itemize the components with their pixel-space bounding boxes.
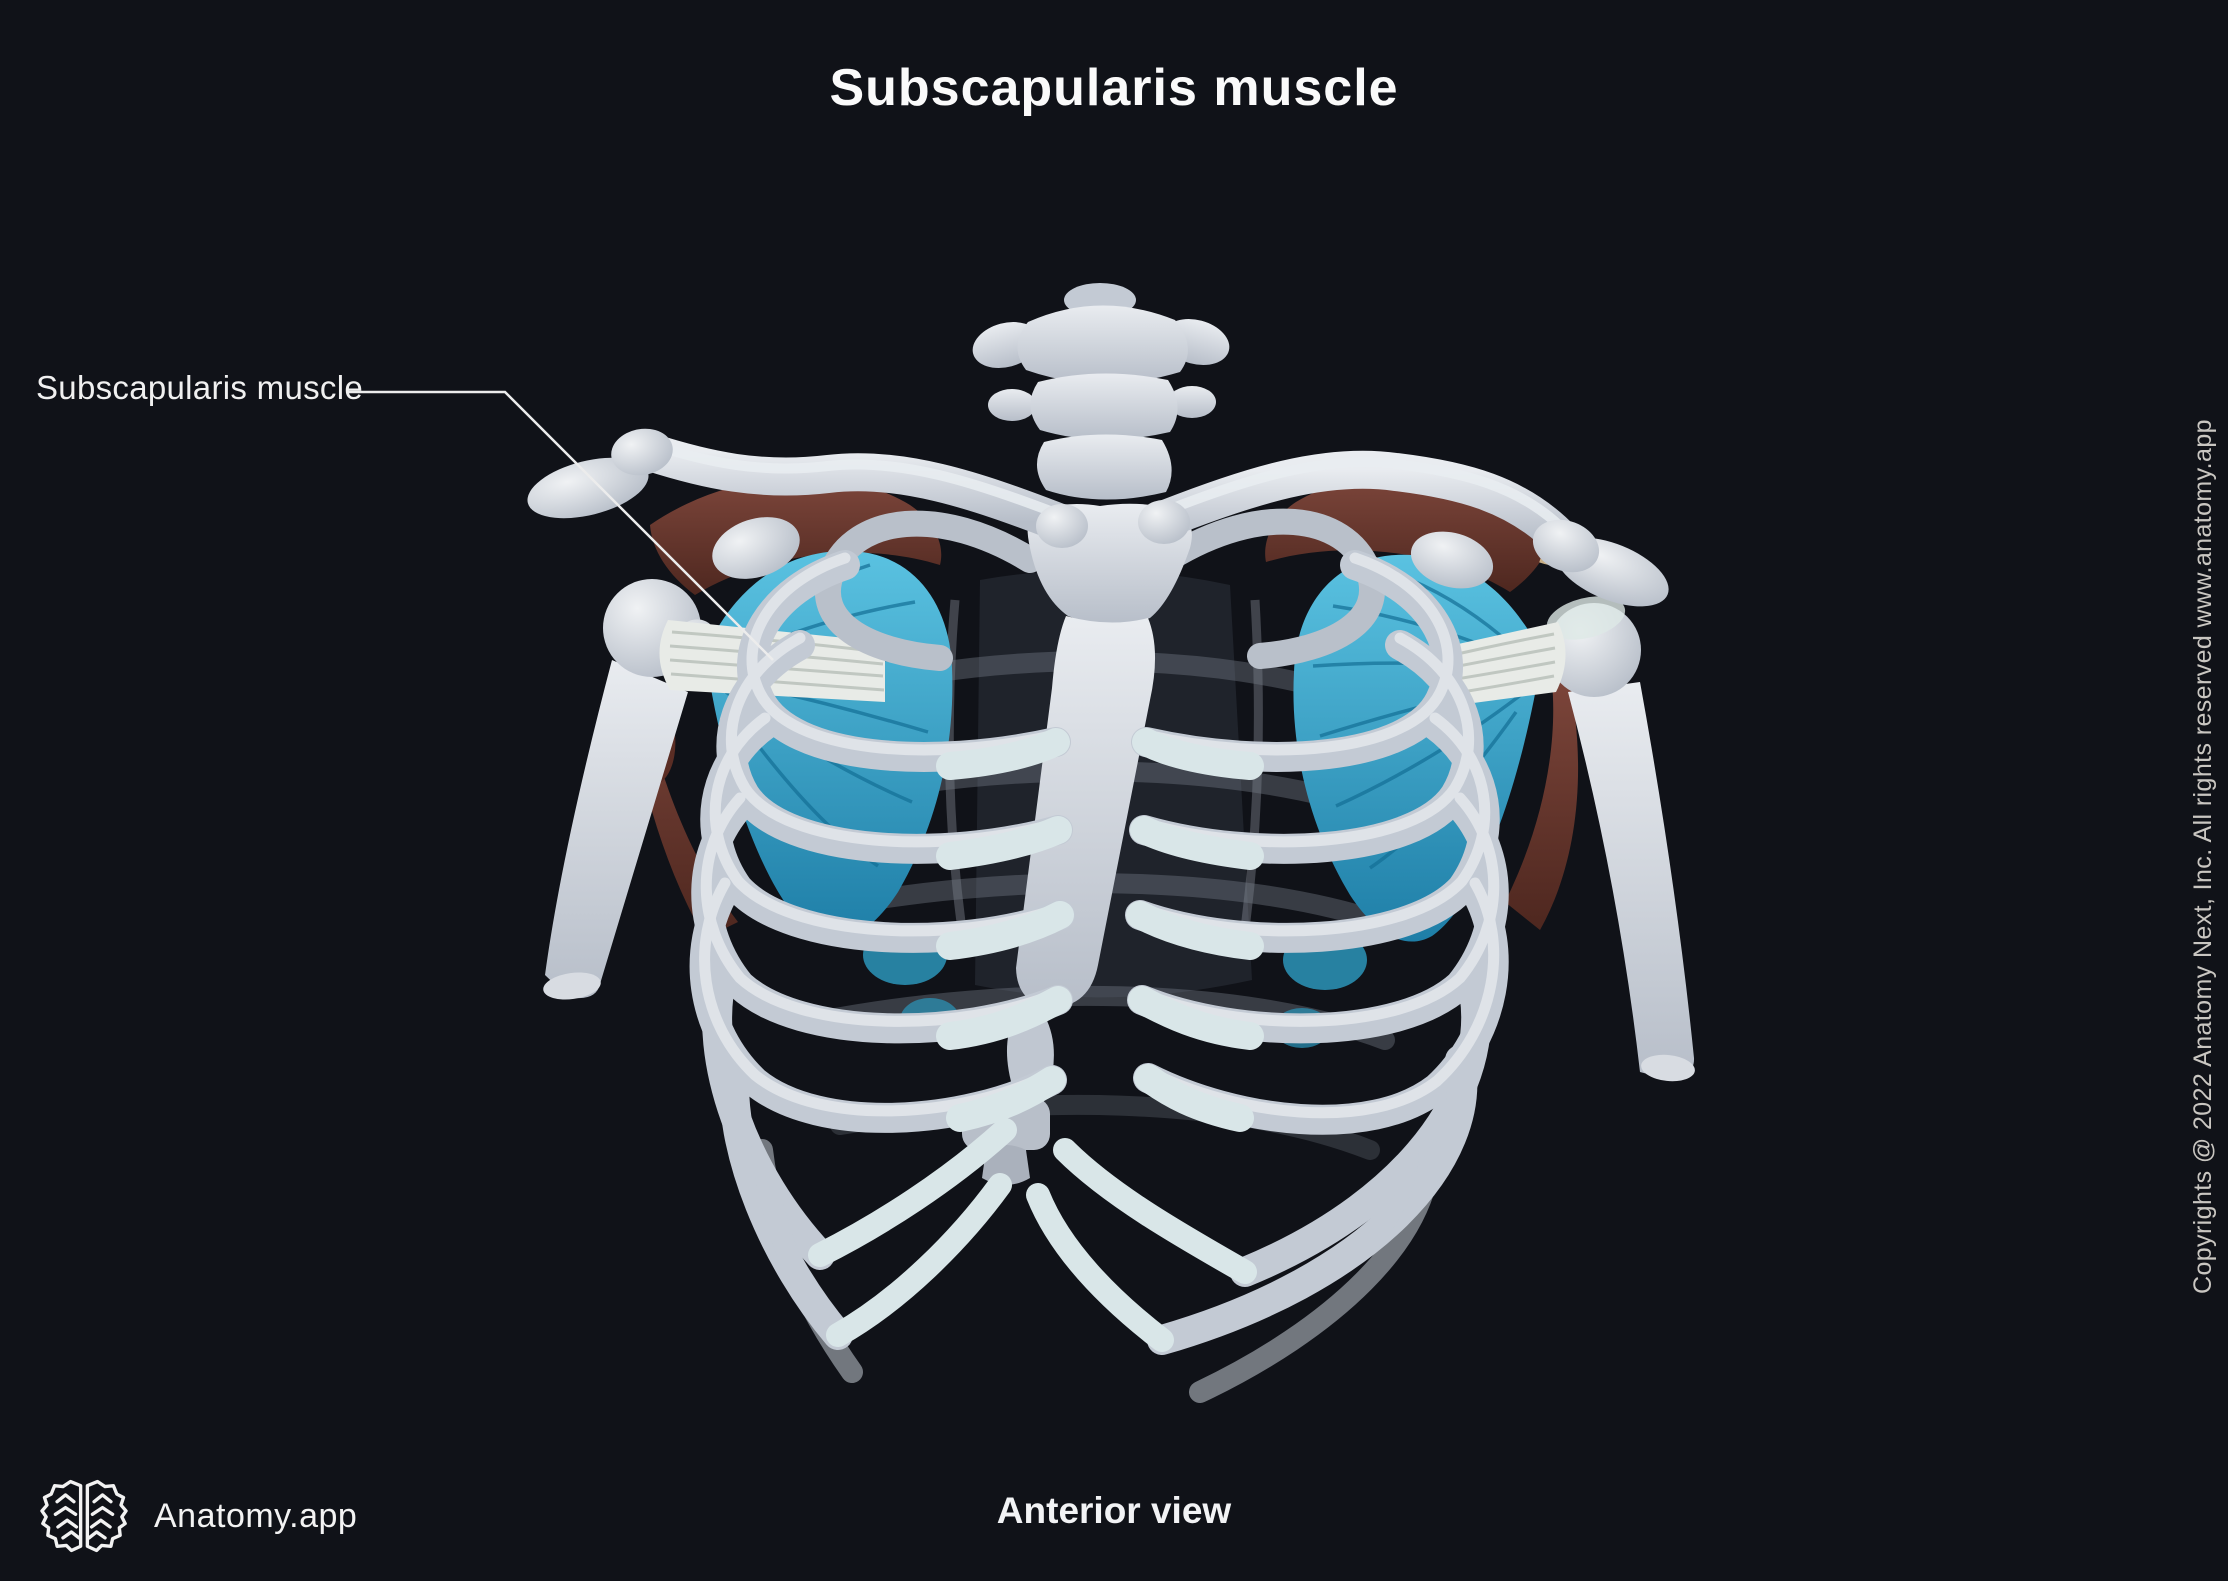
cartilage	[1130, 816, 1264, 870]
rib-highlight	[1138, 632, 1475, 848]
coracoid-right	[1410, 531, 1494, 589]
cartilage	[946, 1066, 1066, 1132]
copyright-text: Copyrights @ 2022 Anatomy Next, Inc. All…	[2189, 419, 2217, 1295]
tendon-right	[1436, 622, 1566, 708]
clavicle-right-end	[1532, 519, 1600, 573]
rib-highlight	[1136, 792, 1500, 1027]
cartilage	[936, 901, 1074, 960]
cartilage	[1132, 728, 1264, 780]
cartilage	[936, 728, 1070, 780]
humerus-right-cut-end	[1641, 1054, 1695, 1082]
rib	[751, 1139, 863, 1383]
rib-highlight	[1140, 552, 1454, 756]
rib-highlight	[725, 632, 1064, 848]
costal-cartilage	[808, 728, 1264, 1352]
clavicle-left	[631, 433, 1077, 541]
rib-highlight	[1134, 712, 1491, 937]
cartilage	[936, 816, 1072, 870]
rib-highlight	[746, 552, 1062, 756]
cartilage	[1134, 1064, 1254, 1132]
humerus-right-shaft	[1568, 682, 1695, 1079]
clavicle-left-end	[611, 428, 673, 476]
acromion-left	[527, 457, 649, 519]
clavicle-right-sternal-end	[1138, 500, 1190, 544]
rib-highlight	[1142, 877, 1500, 1119]
brand: Anatomy.app	[40, 1479, 357, 1553]
humerus-left-shaft	[545, 660, 688, 999]
cartilage	[1026, 1183, 1174, 1352]
cartilage	[1053, 1138, 1257, 1284]
red-muscle-right-lower	[1505, 672, 1579, 930]
clavicle-left-highlight	[645, 439, 1063, 519]
clavicles	[611, 428, 1600, 573]
cervical-vertebra-2	[1030, 373, 1178, 440]
clavicle-right-highlight	[1163, 457, 1569, 535]
humerus-left-cut-end	[543, 972, 601, 1000]
brand-name: Anatomy.app	[154, 1496, 358, 1535]
view-caption: Anterior view	[996, 1490, 1232, 1531]
humerus-right-cartilage-cap	[1546, 596, 1626, 640]
brain-icon	[40, 1479, 128, 1553]
cervical-vertebra-3	[1036, 434, 1172, 500]
rib-highlights	[699, 552, 1500, 1119]
coracoid-left	[712, 517, 800, 579]
anterior-ribs	[689, 550, 1509, 1403]
cartilage	[826, 1173, 1012, 1347]
humeri	[543, 579, 1695, 1082]
cartilage	[1126, 901, 1264, 960]
clavicle-right	[1149, 450, 1581, 559]
cervical-wing-left-2	[988, 389, 1036, 421]
cartilage	[1128, 986, 1264, 1050]
annotation-leader-line	[348, 390, 774, 661]
rib-highlight	[709, 712, 1066, 937]
cartilage	[936, 986, 1072, 1050]
page-title: Subscapularis muscle	[829, 59, 1399, 117]
cervical-vertebra-1	[1017, 305, 1188, 384]
cartilage	[808, 1118, 1017, 1267]
clavicle-left-sternal-end	[1036, 504, 1088, 548]
rib	[1147, 1045, 1478, 1355]
annotation-label: Subscapularis muscle	[36, 369, 363, 406]
rib	[1189, 1139, 1441, 1403]
cervical-wing-right-2	[1168, 386, 1216, 418]
rib-highlight	[700, 792, 1064, 1027]
